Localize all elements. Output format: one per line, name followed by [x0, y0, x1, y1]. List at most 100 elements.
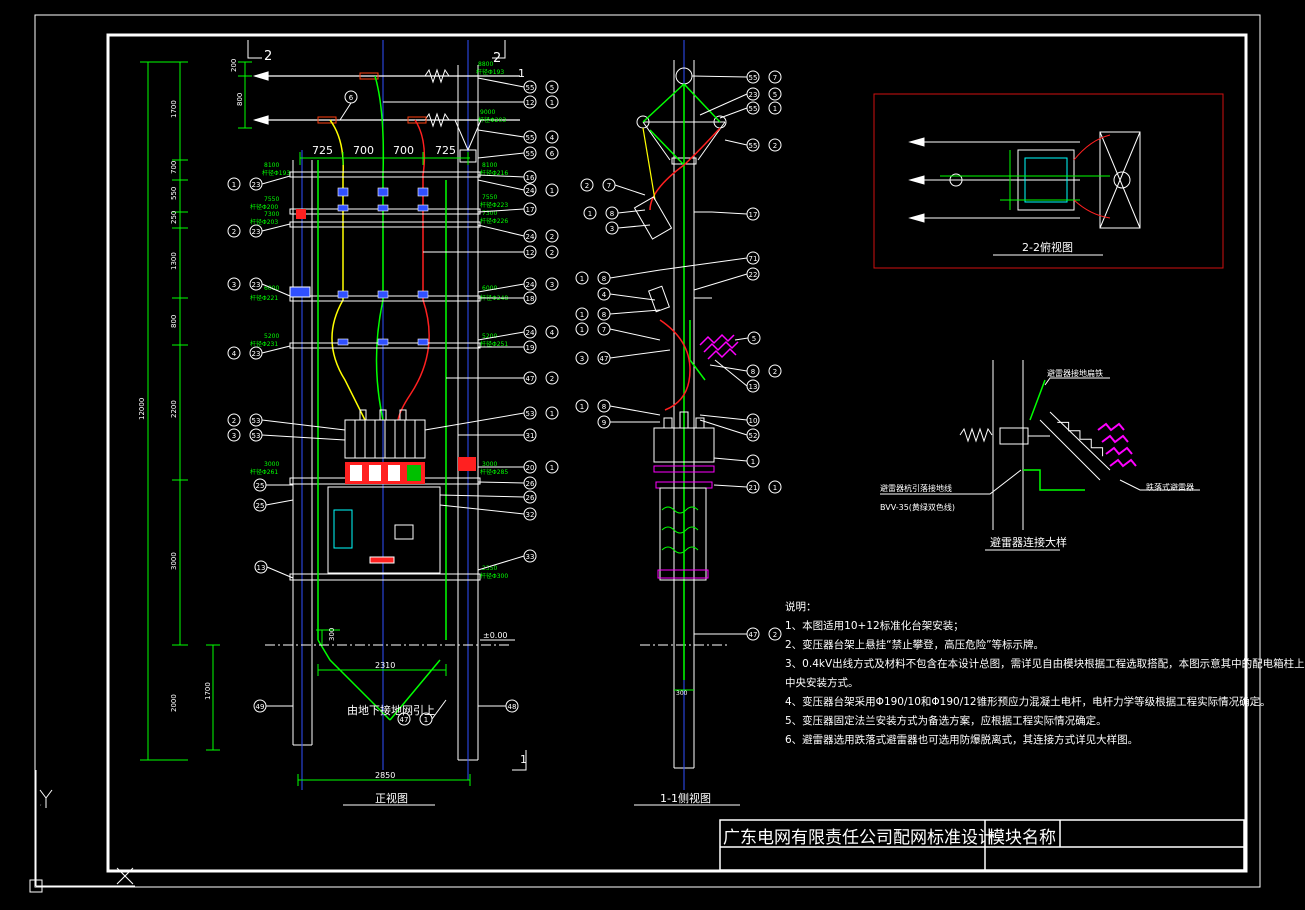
elev-3000-l-pole: 杆径Φ261: [250, 468, 278, 476]
left-dim-chain: [140, 61, 252, 761]
front-view-title: 正视图: [375, 791, 408, 805]
detail-label-arrester: 跌落式避雷器: [1146, 482, 1194, 492]
section-2-right: 2: [493, 51, 501, 66]
bl-4b: 53: [252, 417, 261, 425]
br-15a: 31: [526, 432, 535, 440]
br-0a: 55: [526, 84, 535, 92]
detail-label-cable: BVV-35(黄绿双色线): [880, 502, 955, 512]
jumper-green: [374, 75, 385, 421]
br-3a: 55: [526, 150, 535, 158]
top-view: 2-2俯视图: [873, 93, 1224, 269]
bs-1a: 23: [749, 91, 758, 99]
br-18a: 26: [526, 494, 535, 502]
elev-3000-l: 3000: [264, 461, 279, 468]
bs-4a: 2: [585, 182, 589, 190]
bl-1b: 23: [252, 228, 261, 236]
side-box: [657, 487, 709, 581]
br-2b: 4: [550, 134, 555, 142]
section-1-bottom: 1: [520, 753, 527, 766]
front-right-balloons: [383, 77, 559, 726]
bs-9a: 22: [749, 271, 758, 279]
front-top-dims: [297, 152, 471, 786]
detail-label-ground: 避雷器接地扁铁: [1047, 368, 1103, 378]
top-insulators: [317, 68, 450, 128]
bl-6a: 25: [256, 482, 265, 490]
br-7a: 24: [526, 233, 535, 241]
bs-16b: 2: [773, 368, 777, 376]
front-right-balloon-text: 55 5 12 1 55 4 55 6 16 24 1 17 24 2 12 2…: [400, 84, 555, 724]
bs-17a: 13: [749, 383, 758, 391]
dim-700-b: 700: [393, 144, 414, 157]
br-13b: 2: [550, 375, 554, 383]
elev-5200-l-pole: 杆径Φ231: [250, 340, 278, 348]
side-balloon-text: 55 7 23 5 55 1 55 2 2 7 1 8 3 17 71 22 1…: [580, 74, 777, 639]
br-6a: 17: [526, 206, 535, 214]
elev-7550-l: 7550: [264, 196, 279, 203]
bs-15b: 47: [600, 355, 609, 363]
top-view-title: 2-2俯视图: [1022, 240, 1073, 254]
bs-21a: 52: [749, 432, 758, 440]
dim-3000: 3000: [170, 552, 178, 570]
br-17a: 26: [526, 480, 535, 488]
section-marks: [247, 40, 527, 771]
ground-level-text: ±0.00: [483, 631, 508, 640]
bl-8a: 13: [257, 564, 266, 572]
br-16a: 20: [526, 464, 535, 472]
bs-5b: 8: [610, 210, 614, 218]
elev-8100-r-pole: 杆径Φ216: [480, 169, 508, 177]
bl-0b: 23: [252, 181, 261, 189]
section-2-left: 2: [264, 49, 272, 64]
ucs-y-label: Y: [40, 805, 42, 807]
hv-incoming-lines: [252, 71, 520, 125]
section-1-mid: 1: [518, 67, 525, 80]
bs-20a: 10: [749, 417, 758, 425]
detail-insulator: [959, 411, 1111, 481]
title-block: [719, 819, 1245, 871]
detail-label-down: 避雷器杭引落接地线: [880, 483, 952, 493]
dim-12000: 12000: [138, 398, 146, 420]
title-block-module: 模块名称: [988, 828, 1056, 848]
dim-200: 200: [230, 59, 238, 72]
br-11a: 24: [526, 329, 535, 337]
bs-3a: 55: [749, 142, 758, 150]
dim-550: 550: [170, 187, 178, 200]
side-view-title: 1-1侧视图: [660, 791, 711, 805]
note-3b: 中央安装方式。: [785, 677, 859, 689]
bs-2a: 55: [749, 105, 758, 113]
dim-725-left: 725: [312, 144, 333, 157]
br-9b: 3: [550, 281, 554, 289]
notes-title: 说明：: [785, 601, 817, 613]
dim-250: 250: [170, 211, 178, 224]
transformer-front: [344, 409, 426, 459]
side-view: 300: [575, 40, 782, 806]
bs-23a: 21: [749, 484, 758, 492]
br-20a: 33: [526, 553, 535, 561]
bs-10b: 8: [602, 275, 606, 283]
elev-8100-r: 8100: [482, 162, 497, 169]
br-13a: 47: [526, 375, 535, 383]
elev-3000-r: 3000: [482, 461, 497, 468]
br-21a: 48: [508, 703, 517, 711]
note-5: 5、变压器固定法兰安装方式为备选方案，应根据工程实际情况确定。: [785, 715, 1107, 727]
dim-2000: 2000: [170, 694, 178, 712]
bs-3b: 2: [773, 142, 777, 150]
bl-9a: 49: [256, 703, 265, 711]
ground-note: 由地下接地网引上: [347, 703, 435, 717]
br-16b: 1: [550, 464, 554, 472]
bs-24a: 47: [749, 631, 758, 639]
elev-9000: 9000: [480, 109, 495, 116]
br-12a: 19: [526, 344, 535, 352]
front-view: ±0.00 725 700 700 725 2850 2310 300: [138, 40, 559, 806]
dim-1700-ground: 1700: [204, 682, 212, 700]
bs-1b: 5: [773, 91, 777, 99]
note-4: 4、变压器台架采用Φ190/10和Φ190/12锥形预应力混凝土电杆，电杆力学等…: [785, 696, 1271, 708]
bs-0a: 55: [749, 74, 758, 82]
bs-6a: 3: [610, 225, 614, 233]
bl-3b: 23: [252, 350, 261, 358]
ucs-icon: [29, 770, 135, 893]
warning-signs: [345, 457, 476, 484]
elev-8100-l-pole: 杆径Φ193: [262, 169, 290, 177]
elev-2350-pole: 杆径Φ300: [480, 572, 508, 580]
br-22a: 47: [400, 716, 409, 724]
bl-5a: 3: [232, 432, 236, 440]
